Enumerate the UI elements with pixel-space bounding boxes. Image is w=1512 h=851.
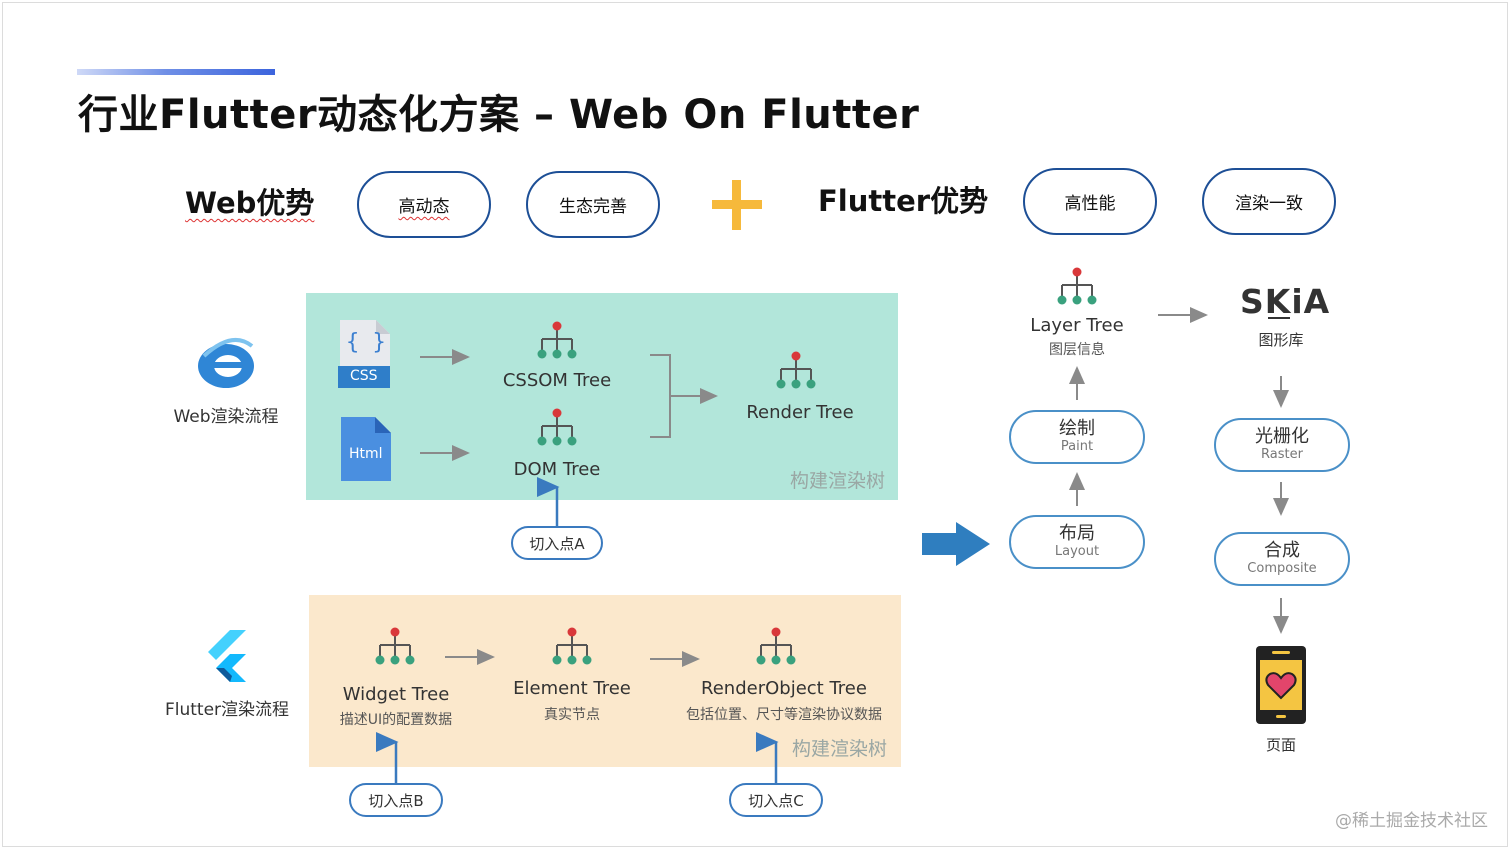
css-icon-text: CSS <box>350 368 378 384</box>
render-tree-label: Render Tree <box>746 402 854 423</box>
paint-step: 绘制 Paint <box>1009 410 1145 464</box>
raster-step-en: Raster <box>1261 447 1303 462</box>
phone-page-icon <box>1256 646 1306 724</box>
dom-tree-label: DOM Tree <box>513 459 601 480</box>
web-advantage-text-2: 生态完善 <box>559 197 627 217</box>
cssom-tree-icon <box>537 321 577 359</box>
entry-point-c: 切入点C <box>729 783 823 817</box>
merge-to-render-arrow <box>650 354 716 438</box>
web-advantage-pill-2: 生态完善 <box>526 171 660 238</box>
layout-step-cn: 布局 <box>1059 523 1095 544</box>
web-advantage-pill-1: 高动态 <box>357 171 491 238</box>
layer-tree-label: Layer Tree <box>1030 315 1124 336</box>
flutter-advantage-text-1: 高性能 <box>1064 194 1116 214</box>
widget-tree-icon <box>375 627 415 665</box>
widget-tree-sub: 描述UI的配置数据 <box>339 712 453 728</box>
web-advantage-label: Web优势 <box>185 186 315 220</box>
composite-step-cn: 合成 <box>1264 540 1300 561</box>
page-label: 页面 <box>1265 736 1297 754</box>
big-right-arrow-icon <box>922 522 990 566</box>
web-render-panel <box>306 293 898 500</box>
renderobject-tree-icon <box>756 627 796 665</box>
web-render-flow-label: Web渲染流程 <box>173 407 279 427</box>
html-icon-text: Html <box>349 446 383 462</box>
skia-sub-label: 图形库 <box>1258 331 1304 349</box>
watermark: @稀土掘金技术社区 <box>1335 811 1488 831</box>
flutter-advantage-pill-2: 渲染一致 <box>1202 168 1336 235</box>
renderobject-tree-label: RenderObject Tree <box>701 678 867 699</box>
flutter-panel-note: 构建渲染树 <box>792 738 888 760</box>
paint-step-cn: 绘制 <box>1059 418 1095 439</box>
web-panel-note: 构建渲染树 <box>790 470 886 492</box>
element-tree-icon <box>552 627 592 665</box>
flutter-render-flow-label: Flutter渲染流程 <box>164 700 290 720</box>
cssom-tree-label: CSSOM Tree <box>502 370 612 391</box>
flutter-render-panel <box>309 595 901 767</box>
render-tree-icon <box>776 351 816 389</box>
skia-logo: SKiA <box>1240 282 1331 321</box>
web-advantage-text-1: 高动态 <box>398 197 450 217</box>
element-tree-sub: 真实节点 <box>544 707 600 723</box>
element-tree-label: Element Tree <box>513 678 631 699</box>
layout-step-en: Layout <box>1054 544 1100 559</box>
entry-point-b: 切入点B <box>349 783 443 817</box>
title-accent-bar <box>77 69 275 75</box>
plus-icon <box>712 180 762 230</box>
dom-tree-icon <box>537 408 577 446</box>
slide-title: 行业Flutter动态化方案 – Web On Flutter <box>78 92 920 138</box>
raster-step: 光栅化 Raster <box>1214 418 1350 472</box>
raster-step-cn: 光栅化 <box>1255 426 1309 447</box>
flutter-advantage-label: Flutter优势 <box>818 184 989 218</box>
ie-logo-icon <box>198 337 254 388</box>
composite-step: 合成 Composite <box>1214 532 1350 586</box>
layer-tree-sub: 图层信息 <box>1049 342 1105 358</box>
layout-step: 布局 Layout <box>1009 515 1145 569</box>
widget-tree-label: Widget Tree <box>342 684 450 705</box>
flutter-advantage-pill-1: 高性能 <box>1023 168 1157 235</box>
css-file-icon <box>338 320 390 388</box>
flutter-advantage-text-2: 渲染一致 <box>1235 194 1303 214</box>
html-file-icon <box>341 417 391 481</box>
paint-step-en: Paint <box>1060 439 1094 454</box>
css-braces-text: { } <box>346 330 386 355</box>
composite-step-en: Composite <box>1247 561 1317 576</box>
entry-point-a: 切入点A <box>511 526 603 560</box>
renderobject-tree-sub: 包括位置、尺寸等渲染协议数据 <box>686 707 882 723</box>
layer-tree-icon <box>1057 267 1097 305</box>
flutter-logo-icon <box>208 630 246 682</box>
